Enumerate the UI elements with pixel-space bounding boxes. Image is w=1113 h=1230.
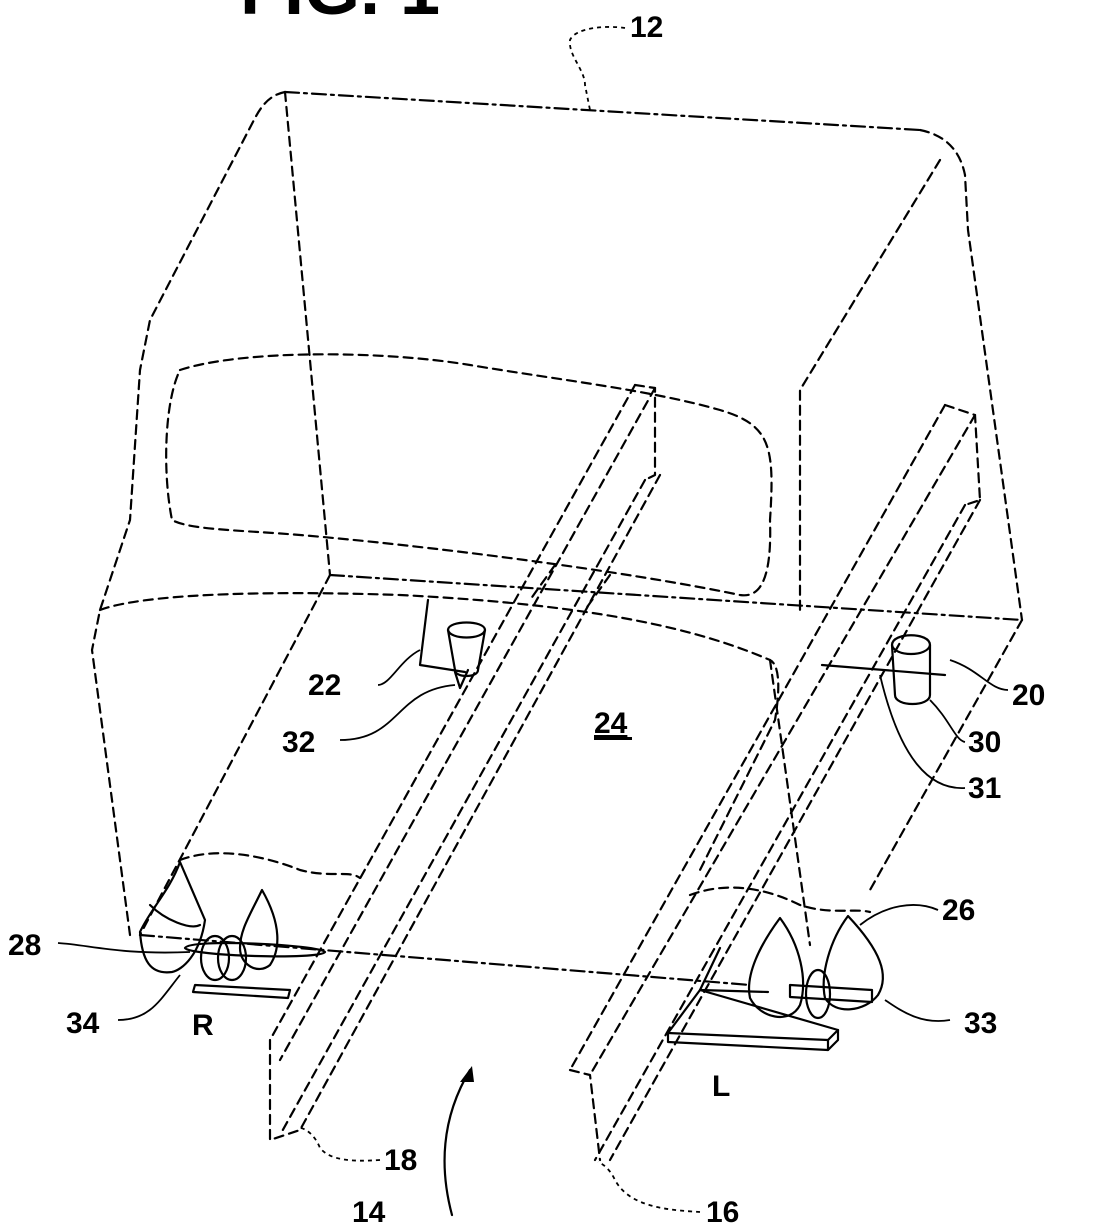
arrow-14 — [443, 1068, 472, 1217]
label-24-underline — [594, 737, 632, 740]
link-line — [768, 658, 812, 947]
label-18: 18 — [384, 1144, 417, 1177]
arrow-14-head — [460, 1066, 474, 1082]
label-24: 24 — [594, 707, 628, 740]
label-16: 16 — [706, 1196, 739, 1229]
label-32: 32 — [282, 726, 315, 759]
label-26: 26 — [942, 894, 975, 927]
label-30: 30 — [968, 726, 1001, 759]
leader-lines — [57, 26, 1009, 1213]
figure-title: FIG. 1 — [240, 0, 440, 30]
label-20: 20 — [1012, 679, 1045, 712]
frame-rail-right-18 — [268, 383, 662, 1142]
label-14: 14 — [352, 1196, 386, 1229]
sensor-22-bracket — [418, 598, 487, 690]
label-31: 31 — [968, 772, 1001, 805]
label-12: 12 — [630, 11, 663, 44]
label-28: 28 — [8, 929, 41, 962]
sensor-20-bracket — [820, 634, 947, 706]
label-34: 34 — [66, 1007, 100, 1040]
assembly-left-L — [666, 914, 884, 1052]
assembly-right-R — [138, 860, 327, 1000]
vehicle-cab-outline — [90, 90, 1024, 987]
label-22: 22 — [308, 669, 341, 702]
label-L: L — [712, 1070, 730, 1103]
label-33: 33 — [964, 1007, 997, 1040]
frame-rail-left-16 — [568, 403, 982, 1162]
label-R: R — [192, 1009, 214, 1042]
